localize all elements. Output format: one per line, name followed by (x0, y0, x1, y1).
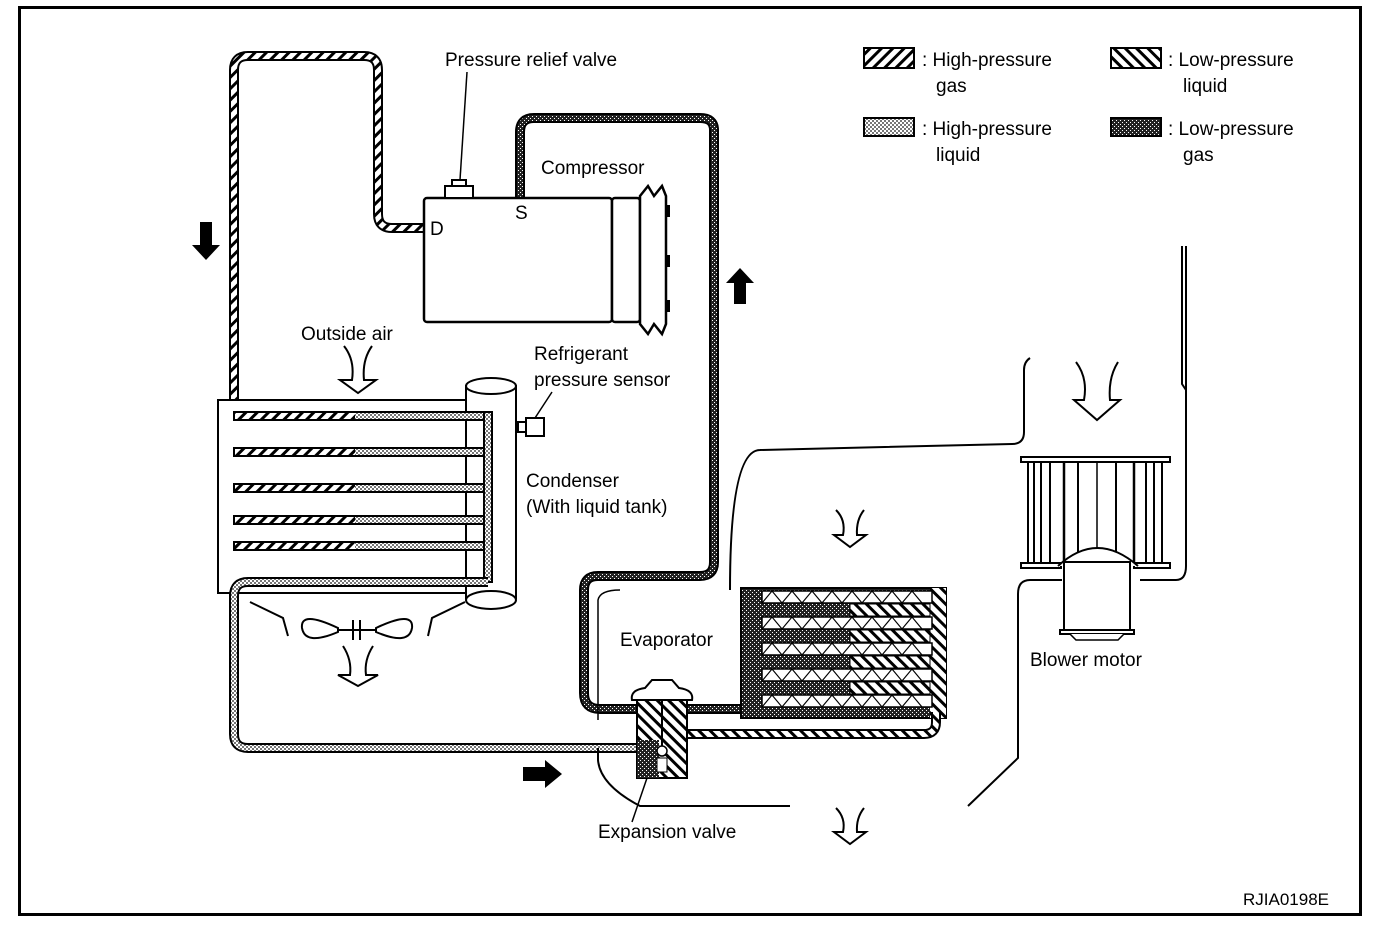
evaporator-fins (761, 590, 933, 708)
airflow-arrow-icon (1071, 361, 1123, 422)
evaporator (740, 587, 947, 719)
flow-arrow-right-icon (523, 760, 562, 788)
airflow-arrow-icon (831, 509, 869, 549)
legend-label: liquid (936, 145, 980, 166)
relief-valve-leader (459, 71, 468, 181)
legend-label: gas (936, 76, 967, 97)
label-pressure-relief-valve: Pressure relief valve (445, 50, 617, 71)
legend-label: : Low-pressure (1168, 119, 1294, 140)
legend-item-high-pressure-liquid: : High-pressure liquid (863, 117, 1052, 166)
swatch-high-pressure-liquid (863, 117, 915, 137)
figure-code: RJIA0198E (1243, 890, 1329, 909)
pipe-high-pressure-gas (229, 51, 424, 700)
swatch-high-pressure-gas (863, 47, 915, 69)
airflow-arrow-icon (831, 807, 869, 846)
label-sensor-line2: pressure sensor (534, 370, 671, 391)
duct-outline (967, 579, 1062, 807)
legend-item-low-pressure-liquid: : Low-pressure liquid (1110, 47, 1294, 97)
legend-item-high-pressure-gas: : High-pressure gas (863, 47, 1052, 97)
outside-air-arrow-icon (336, 345, 380, 395)
expansion-valve (630, 679, 694, 823)
label-outside-air: Outside air (301, 324, 394, 345)
condenser-tubes (233, 411, 493, 583)
swatch-low-pressure-gas (1110, 117, 1162, 137)
label-compressor: Compressor (541, 158, 645, 179)
pipe-high-pressure-liquid (229, 577, 660, 753)
condenser-fan-icon (249, 601, 466, 640)
label-evaporator: Evaporator (620, 630, 714, 651)
figure-frame (18, 6, 1362, 916)
compressor (422, 71, 670, 337)
label-sensor-line1: Refrigerant (534, 344, 629, 365)
duct-outline (597, 748, 790, 807)
label-suction-port: S (515, 203, 528, 224)
legend-label: : Low-pressure (1168, 50, 1294, 71)
flow-arrow-down-icon (192, 222, 220, 260)
fan-airflow-arrow-icon (337, 645, 379, 688)
legend-label: : High-pressure (922, 50, 1052, 71)
label-expansion-valve: Expansion valve (598, 822, 736, 843)
condenser (217, 377, 553, 688)
legend-item-low-pressure-gas: : Low-pressure gas (1110, 117, 1294, 166)
legend-label: gas (1183, 145, 1214, 166)
label-condenser-line2: (With liquid tank) (526, 497, 668, 518)
legend-label: liquid (1183, 76, 1227, 97)
label-discharge-port: D (430, 219, 444, 240)
blower-motor (1020, 456, 1171, 641)
swatch-low-pressure-liquid (1110, 47, 1162, 69)
flow-arrow-up-icon (726, 268, 754, 304)
legend: : High-pressure gas : Low-pressure liqui… (863, 47, 1294, 166)
pipe-low-pressure-gas (515, 113, 740, 714)
duct-outline (729, 357, 1031, 591)
label-blower-motor: Blower motor (1030, 650, 1143, 671)
label-condenser-line1: Condenser (526, 471, 620, 492)
pipe-low-pressure-liquid (686, 712, 941, 739)
duct-outline (1140, 246, 1187, 581)
legend-label: : High-pressure (922, 119, 1052, 140)
blower-fan-blades (1027, 462, 1163, 563)
